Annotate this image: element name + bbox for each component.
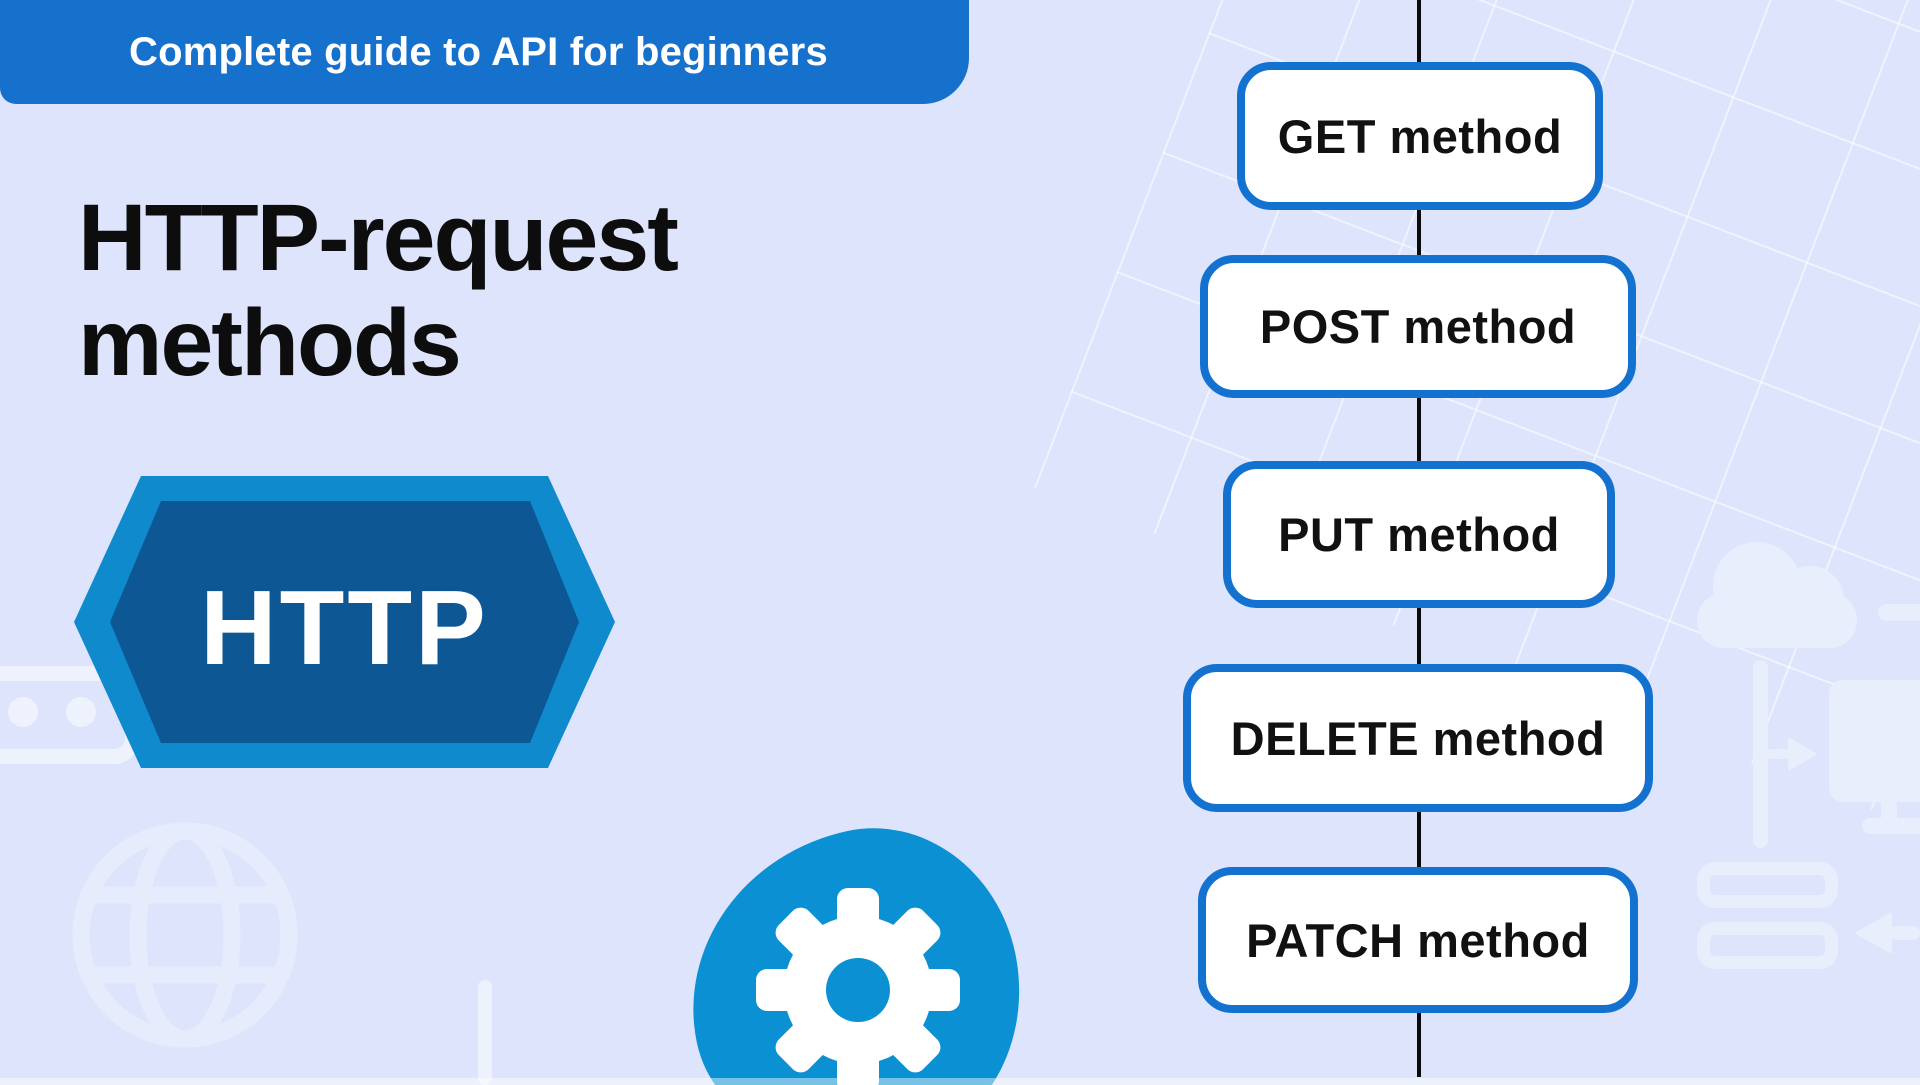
server-stack-icon xyxy=(1697,862,1838,908)
gear-icon xyxy=(756,888,960,1085)
page-title-line1: HTTP-request xyxy=(78,185,679,291)
globe-icon xyxy=(72,822,298,1048)
cloud-icon xyxy=(1697,542,1857,648)
flowchart-node-label: PATCH method xyxy=(1246,913,1590,967)
flowchart-node-label: POST method xyxy=(1259,300,1577,353)
monitor-icon xyxy=(1829,680,1920,834)
server-dot-icon xyxy=(66,697,96,727)
http-badge-label: HTTP xyxy=(200,568,489,687)
decor-stripe xyxy=(478,980,492,1085)
server-dot-icon xyxy=(8,697,38,727)
flowchart-node-label: DELETE method xyxy=(1230,711,1606,765)
decor-bar xyxy=(1878,604,1920,621)
server-stack-icon xyxy=(1697,922,1838,969)
decor-bottom-strip xyxy=(0,1078,1920,1085)
arrow-right-icon xyxy=(1766,737,1818,771)
flowchart-node-label: GET method xyxy=(1277,109,1563,163)
flowchart-node-label: PUT method xyxy=(1278,508,1560,561)
arrow-left-icon xyxy=(1854,912,1920,954)
flowchart-node-put: PUT method xyxy=(1223,461,1615,608)
decor-vertical-line xyxy=(1753,660,1768,848)
top-banner-label: Complete guide to API for beginners xyxy=(129,29,828,74)
http-badge: HTTP xyxy=(74,476,615,768)
top-banner: Complete guide to API for beginners xyxy=(0,0,969,104)
page-title-line2: methods xyxy=(78,289,462,396)
flowchart-node-patch: PATCH method xyxy=(1198,867,1638,1013)
flowchart-node-delete: DELETE method xyxy=(1183,664,1653,812)
flowchart-node-get: GET method xyxy=(1237,62,1603,210)
hexagon-icon xyxy=(74,476,615,768)
flowchart-node-post: POST method xyxy=(1200,255,1636,398)
page-title: HTTP-request methods xyxy=(78,185,679,396)
